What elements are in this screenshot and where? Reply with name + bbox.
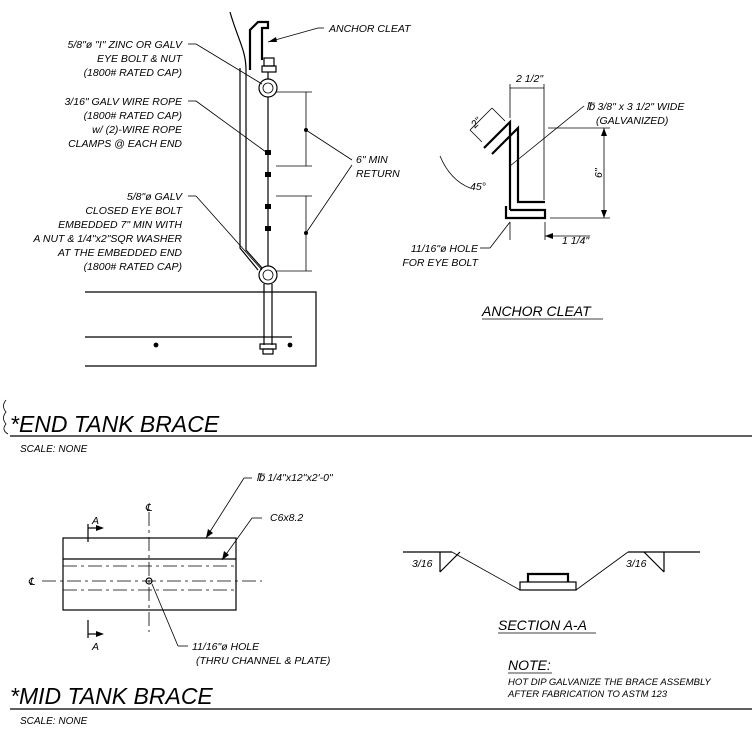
brace-plate bbox=[62, 537, 237, 611]
section-plate bbox=[519, 581, 577, 591]
mid-tank-brace-scale: SCALE: NONE bbox=[20, 716, 88, 727]
section-mark-bottom: A bbox=[91, 641, 99, 653]
cleat-plate-note-line2: (GALVANIZED) bbox=[596, 115, 668, 127]
min-return-line1: 6" MIN bbox=[356, 154, 388, 166]
mid-tank-brace-plan: ℔ 1/4"x12"x2'-0" C6x8.2 A A ℄ ℄ 11/16"ø … bbox=[28, 472, 334, 667]
cleat-plate-note-line1: ℔ 3/8" x 3 1/2" WIDE bbox=[586, 101, 685, 113]
concrete-slab bbox=[85, 291, 317, 367]
brace-plate-note: ℔ 1/4"x12"x2'-0" bbox=[256, 472, 334, 484]
anchor-cleat-detail: 2 1/2" ℔ 3/8" x 3 1/2" WIDE (GALVANIZED)… bbox=[402, 73, 685, 320]
tank-wall bbox=[229, 11, 263, 269]
anchor-cleat-title: ANCHOR CLEAT bbox=[481, 303, 592, 319]
end-tank-brace-scale: SCALE: NONE bbox=[20, 444, 88, 455]
section-mark-top: A bbox=[91, 515, 99, 527]
cleat-angle: 45° bbox=[470, 181, 486, 193]
top-eye-bolt bbox=[258, 78, 278, 98]
closed-eye-bolt-line2: CLOSED EYE BOLT bbox=[85, 205, 183, 217]
section-a-a: 3/16 3/16 SECTION A-A bbox=[403, 551, 700, 634]
closed-eye-bolt-line5: AT THE EMBEDDED END bbox=[57, 247, 182, 259]
general-note: NOTE: HOT DIP GALVANIZE THE BRACE ASSEMB… bbox=[507, 657, 711, 700]
note-line2: AFTER FABRICATION TO ASTM 123 bbox=[507, 689, 668, 700]
eye-bolt-callout-line1: 5/8"ø "I" ZINC OR GALV bbox=[68, 39, 183, 51]
eye-bolt-callout-line3: (1800# RATED CAP) bbox=[84, 67, 182, 79]
cleat-dim-2-1-2: 2 1/2" bbox=[515, 73, 544, 85]
wire-rope-callout-line1: 3/16" GALV WIRE ROPE bbox=[64, 96, 183, 108]
cleat-profile-inner bbox=[491, 125, 545, 204]
section-channel bbox=[526, 572, 570, 582]
weld-size-right: 3/16 bbox=[626, 558, 647, 570]
closed-eye-bolt-line6: (1800# RATED CAP) bbox=[84, 261, 182, 273]
closed-eye-bolt-line1: 5/8"ø GALV bbox=[127, 191, 183, 203]
end-tank-brace-title-block: *END TANK BRACE SCALE: NONE bbox=[3, 399, 752, 455]
bottom-eye-bolt bbox=[258, 265, 278, 285]
mid-tank-brace-title-block: *MID TANK BRACE SCALE: NONE bbox=[10, 683, 752, 727]
channel-note: C6x8.2 bbox=[270, 512, 303, 524]
cleat-profile-outer bbox=[483, 119, 512, 210]
note-heading: NOTE: bbox=[508, 657, 551, 673]
centerline-symbol-left: ℄ bbox=[28, 576, 35, 588]
mid-tank-brace-title: *MID TANK BRACE bbox=[10, 683, 213, 709]
wire-rope-callout-line2: (1800# RATED CAP) bbox=[84, 110, 182, 122]
hole-note-line2: (THRU CHANNEL & PLATE) bbox=[196, 655, 330, 667]
note-line1: HOT DIP GALVANIZE THE BRACE ASSEMBLY bbox=[508, 677, 711, 688]
cleat-dim-6: 6" bbox=[593, 167, 605, 178]
wire-rope-callout-line4: CLAMPS @ EACH END bbox=[68, 138, 182, 150]
wire-rope-callout-line3: w/ (2)-WIRE ROPE bbox=[92, 124, 183, 136]
weld-size-left: 3/16 bbox=[412, 558, 433, 570]
cleat-dim-2: 2" bbox=[468, 114, 485, 131]
eye-bolt-callout-line2: EYE BOLT & NUT bbox=[97, 53, 184, 65]
centerline-symbol-top: ℄ bbox=[145, 502, 152, 514]
section-a-a-title: SECTION A-A bbox=[498, 617, 587, 633]
min-return-line2: RETURN bbox=[356, 168, 400, 180]
cleat-dim-1-1-4: 1 1/4" bbox=[562, 235, 590, 247]
closed-eye-bolt-line3: EMBEDDED 7" MIN WITH bbox=[58, 219, 182, 231]
brace-hole bbox=[145, 577, 153, 585]
anchor-cleat-shape bbox=[248, 20, 270, 70]
closed-eye-bolt-line4: A NUT & 1/4"x2"SQR WASHER bbox=[32, 233, 182, 245]
cleat-hole-note-line2: FOR EYE BOLT bbox=[402, 257, 479, 269]
hole-note-line1: 11/16"ø HOLE bbox=[192, 641, 260, 653]
end-brace-callouts: ANCHOR CLEAT 5/8"ø "I" ZINC OR GALV EYE … bbox=[32, 23, 412, 273]
cleat-hole-note-line1: 11/16"ø HOLE bbox=[411, 243, 479, 255]
end-tank-brace-title: *END TANK BRACE bbox=[10, 411, 220, 437]
end-tank-brace-elevation bbox=[85, 11, 353, 367]
anchor-cleat-callout: ANCHOR CLEAT bbox=[328, 23, 412, 35]
